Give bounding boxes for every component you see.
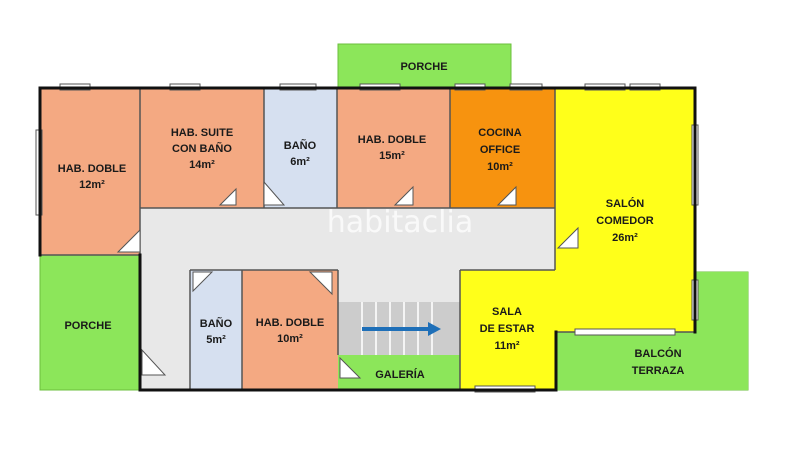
hab-doble-1-label: HAB. DOBLE: [58, 163, 126, 175]
hab-doble-1-area-label: 12m²: [79, 179, 105, 191]
exterior-walls: [38, 86, 697, 392]
sala-estar-label-2: DE ESTAR: [480, 323, 535, 335]
hab-doble-1-area: [40, 88, 140, 255]
bano-2-area-label: 5m²: [206, 334, 226, 346]
galeria-area: [338, 355, 460, 390]
hab-suite-label-2: CON BAÑO: [172, 142, 232, 155]
bano-1-label: BAÑO: [284, 139, 317, 152]
galeria-label: GALERÍA: [375, 368, 425, 381]
salon-area-label: 26m²: [612, 232, 638, 244]
balcon-label-1: BALCÓN: [634, 347, 681, 360]
hab-doble-3-label: HAB. DOBLE: [256, 317, 324, 329]
hab-doble-3-area: [242, 270, 338, 390]
salon-label-1: SALÓN: [606, 197, 645, 210]
bano-2-area: [190, 270, 242, 390]
bano-1-area-label: 6m²: [290, 156, 310, 168]
hab-doble-2-label: HAB. DOBLE: [358, 134, 426, 146]
door-swings: [116, 180, 579, 379]
bano-1-area: [264, 88, 337, 208]
watermark: habitaclia: [327, 205, 473, 240]
hab-doble-3-area-label: 10m²: [277, 333, 303, 345]
bano-2-label: BAÑO: [200, 317, 233, 330]
hab-suite-area: [140, 88, 264, 208]
cocina-area-label: 10m²: [487, 161, 513, 173]
stairs-arrow-head: [428, 322, 441, 336]
cocina-label-1: COCINA: [478, 127, 521, 139]
cocina-label-2: OFFICE: [480, 144, 520, 156]
sala-estar-area-label: 11m²: [494, 340, 519, 352]
porche-top-area: [337, 43, 512, 89]
porche-left-label: PORCHE: [64, 320, 111, 332]
balcon-label-2: TERRAZA: [632, 365, 685, 377]
sala-estar-label-1: SALA: [492, 306, 522, 318]
porche-top-label: PORCHE: [400, 61, 447, 73]
salon-label-2: COMEDOR: [596, 215, 654, 227]
hab-doble-2-area: [337, 88, 450, 208]
interior-walls: [40, 88, 695, 390]
hab-suite-area-label: 14m²: [189, 159, 215, 171]
hab-doble-2-area-label: 15m²: [379, 150, 405, 162]
cocina-area: [450, 88, 555, 208]
porche-left-area: [39, 254, 141, 391]
hab-suite-label-1: HAB. SUITE: [171, 127, 233, 139]
